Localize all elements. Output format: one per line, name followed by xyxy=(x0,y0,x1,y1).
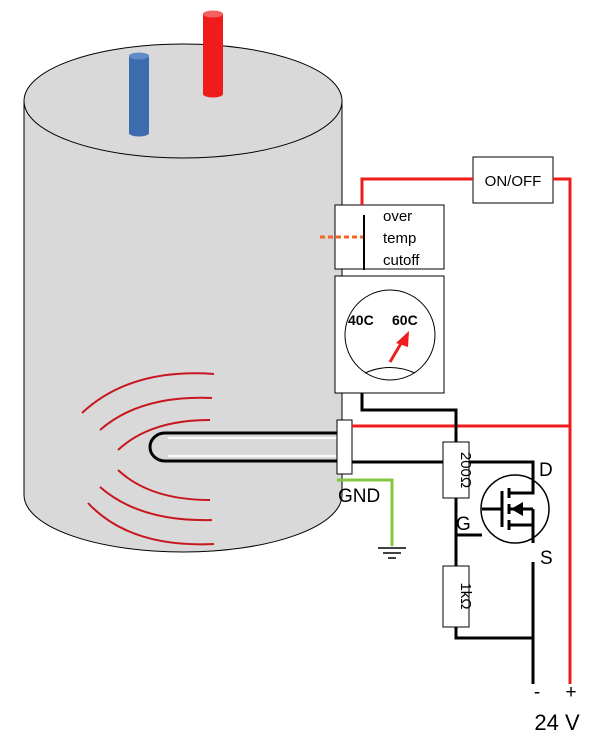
heat-waves xyxy=(81,372,215,546)
thermostat-dial xyxy=(344,289,436,381)
thermostat-needle-arrow-icon xyxy=(396,331,409,347)
ground-connection xyxy=(337,478,406,559)
on-off-switch xyxy=(472,156,554,204)
supply-voltage-label: 24 V xyxy=(534,710,580,735)
water-tank xyxy=(23,43,343,553)
negative-wiring xyxy=(352,393,535,684)
hot-water-pipe xyxy=(203,10,223,98)
over-temp-cutoff: over temp cutoff xyxy=(320,204,445,270)
supply-plus-label: + xyxy=(565,682,576,703)
positive-wiring xyxy=(352,177,572,684)
gate-label: G xyxy=(456,514,471,535)
cutoff-label-line3: cutoff xyxy=(383,252,420,269)
source-label: S xyxy=(540,548,553,569)
cold-water-pipe xyxy=(129,52,149,137)
thermostat: 40C 60C xyxy=(334,275,445,394)
resistor-200-ohm-label: 200Ω xyxy=(457,452,474,488)
ground-label: GND xyxy=(338,486,380,507)
mosfet-arrow-icon xyxy=(511,502,523,516)
cutoff-label-line1: over xyxy=(383,208,412,225)
resistor-200-ohm: 200Ω xyxy=(442,441,474,499)
thermostat-high-label: 60C xyxy=(392,312,418,328)
tank-top xyxy=(23,43,343,159)
heating-element xyxy=(148,431,337,463)
cutoff-label-line2: temp xyxy=(383,230,416,247)
on-off-switch-label: ON/OFF xyxy=(485,173,542,190)
supply-minus-label: - xyxy=(534,682,540,703)
element-terminal-block xyxy=(336,419,353,475)
resistor-1k-ohm-label: 1kΩ xyxy=(457,582,474,609)
thermostat-low-label: 40C xyxy=(348,312,374,328)
drain-label: D xyxy=(539,460,553,481)
resistor-1k-ohm: 1kΩ xyxy=(442,565,474,628)
tank-body xyxy=(23,100,343,553)
mosfet-transistor xyxy=(480,474,550,544)
